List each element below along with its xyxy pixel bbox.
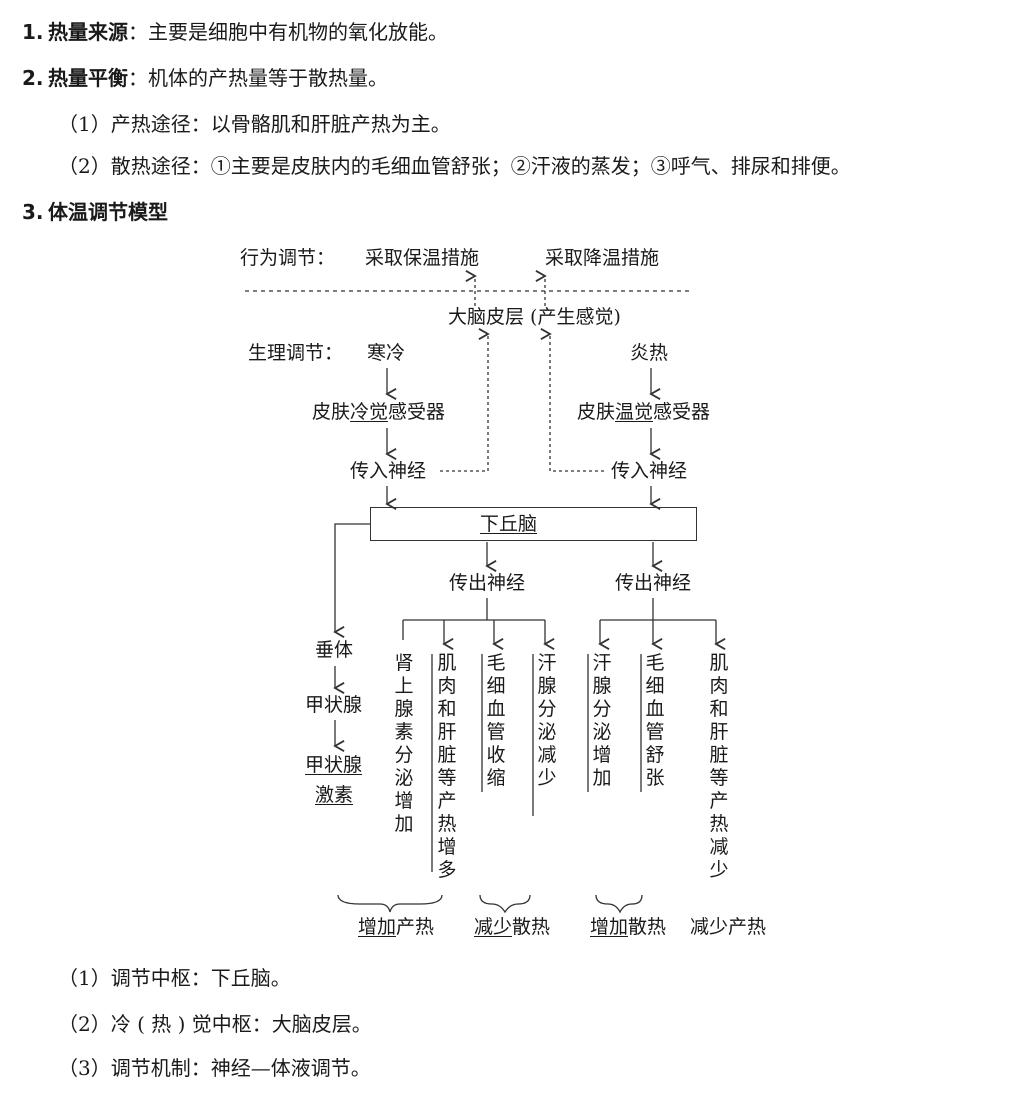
behavior-regulation-label: 行为调节： (240, 247, 336, 269)
group-decrease-heat-production: 减少产热 (690, 916, 767, 938)
cerebral-cortex: 大脑皮层 (产生感觉) (448, 306, 621, 328)
group-increase-heat-dissipation: 增加散热 (590, 916, 667, 938)
brace-increase-dissipation (595, 894, 643, 914)
item-title: 体温调节模型 (48, 200, 168, 224)
item-heat-source: 1.热量来源：主要是细胞中有机物的氧化放能。 (22, 18, 448, 46)
hot-stimulus: 炎热 (630, 342, 669, 364)
effect-sweat-increase: 汗腺分泌增加 (592, 652, 612, 789)
sub-item-heat-production: （1）产热途径：以骨骼肌和肝脏产热为主。 (58, 112, 451, 136)
sub-item-heat-dissipation: （2）散热途径：①主要是皮肤内的毛细血管舒张；②汗液的蒸发；③呼气、排尿和排便。 (58, 154, 851, 178)
group-increase-heat-production: 增加产热 (358, 916, 435, 938)
afferent-nerve-left: 传入神经 (350, 460, 427, 482)
brace-decrease-dissipation (479, 894, 531, 914)
effect-sweat-decrease: 汗腺分泌减少 (537, 652, 557, 789)
pituitary: 垂体 (315, 639, 354, 661)
brace-increase-production (337, 894, 443, 913)
item-number: 1. (22, 20, 44, 44)
thyroid-gland: 甲状腺 (305, 694, 363, 716)
group-decrease-heat-dissipation: 减少散热 (474, 916, 551, 938)
thyroxine-line1: 甲状腺 (305, 754, 363, 776)
conclusion-sensation-center: （2）冷 ( 热 ) 觉中枢：大脑皮层。 (58, 1012, 372, 1036)
keep-warm-measures: 采取保温措施 (365, 247, 480, 269)
hypothalamus-label: 下丘脑 (480, 513, 538, 535)
conclusion-mechanism: （3）调节机制：神经—体液调节。 (58, 1056, 371, 1080)
cold-receptor: 皮肤冷觉感受器 (312, 401, 446, 423)
item-text: ：机体的产热量等于散热量。 (128, 66, 388, 90)
item-heat-balance: 2.热量平衡：机体的产热量等于散热量。 (22, 64, 388, 92)
cool-down-measures: 采取降温措施 (545, 247, 660, 269)
afferent-nerve-right: 传入神经 (611, 460, 688, 482)
conclusion-center: （1）调节中枢：下丘脑。 (58, 966, 291, 990)
item-number: 2. (22, 66, 44, 90)
effect-muscle-liver-heat-decrease: 肌肉和肝脏等产热减少 (709, 652, 729, 881)
effect-muscle-liver-heat-increase: 肌肉和肝脏等产热增多 (437, 652, 457, 881)
hypothalamus-box (370, 507, 697, 541)
efferent-nerve-left: 传出神经 (449, 572, 526, 594)
efferent-nerve-right: 传出神经 (615, 572, 692, 594)
arrow-afferent-left-to-cortex (440, 328, 490, 472)
warm-receptor: 皮肤温觉感受器 (577, 401, 711, 423)
section-title-model: 3.体温调节模型 (22, 198, 168, 226)
item-title: 热量平衡 (48, 66, 128, 90)
arrow-afferent-right-to-cortex (540, 328, 604, 472)
arrow-hypothalamus-to-pituitary (333, 523, 370, 638)
cold-stimulus: 寒冷 (367, 342, 406, 364)
item-number: 3. (22, 200, 44, 224)
item-title: 热量来源 (48, 20, 128, 44)
item-text: ：主要是细胞中有机物的氧化放能。 (128, 20, 448, 44)
effect-capillary-dilate: 毛细血管舒张 (645, 652, 665, 789)
thyroxine-line2: 激素 (315, 784, 354, 806)
physiological-regulation-label: 生理调节： (248, 342, 344, 364)
effect-capillary-constrict: 毛细血管收缩 (486, 652, 506, 789)
effect-adrenaline-increase: 肾上腺素分泌增加 (394, 652, 414, 835)
